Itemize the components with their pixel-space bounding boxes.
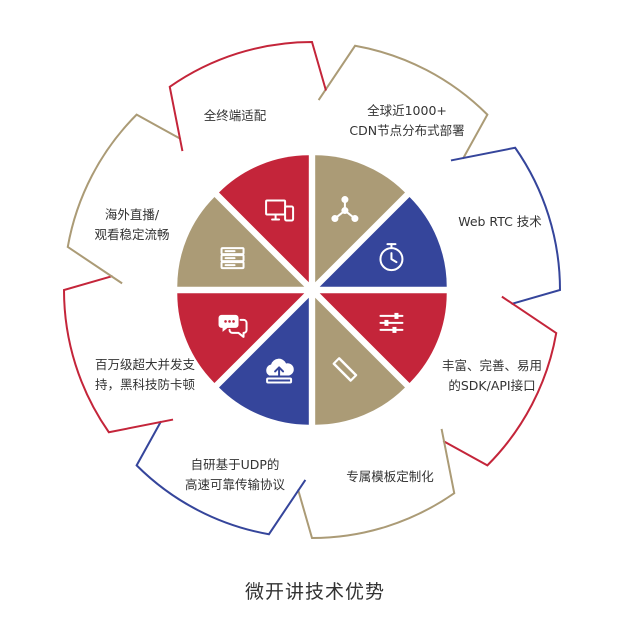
sliders-icon [379,312,404,333]
outer-outline-ring [62,40,562,540]
label-sdk: 丰富、完善、易用 的SDK/API接口 [422,356,562,396]
wedge-udp [218,297,309,425]
wedge-sdk [319,293,447,384]
wedge-concurrency [177,293,305,384]
wedge-template [315,297,406,425]
devices-icon [265,199,295,222]
label-overseas-line-1: 海外直播/ [104,207,160,222]
stopwatch-icon [379,243,404,272]
label-cdn-line-1: 全球近1000+ [367,103,447,118]
chat-bubbles-icon [218,314,248,338]
label-udp-line-2: 高速可靠传输协议 [184,477,285,492]
outline-arc-overseas [66,113,182,285]
outline-arc-terminal [168,40,327,152]
label-sdk-line-1: 丰富、完善、易用 [441,358,542,373]
label-cdn-line-2: CDN节点分布式部署 [349,123,465,138]
label-template: 专属模板定制化 [320,467,460,487]
outline-arc-concurrency [62,275,174,434]
label-overseas: 海外直播/ 观看稳定流畅 [72,205,192,245]
label-terminal: 全终端适配 [185,106,285,126]
outline-arc-template [297,428,456,540]
wedge-overseas [177,196,305,287]
outline-arc-cdn [317,44,489,160]
label-udp-line-1: 自研基于UDP的 [190,457,280,472]
label-udp: 自研基于UDP的 高速可靠传输协议 [160,455,310,495]
edit-ruler-icon [332,357,358,382]
network-nodes-icon [331,196,359,223]
icon-layer [218,196,404,384]
label-cdn: 全球近1000+ CDN节点分布式部署 [322,101,492,141]
diagram-caption: 微开讲技术优势 [244,581,385,603]
label-webrtc: Web RTC 技术 [440,212,560,232]
label-overseas-line-2: 观看稳定流畅 [94,227,170,242]
pie-wheel [177,155,447,425]
wedge-webrtc [319,196,447,287]
outline-arc-sdk [442,295,558,467]
label-concurrency-line-1: 百万级超大并发支 [94,357,195,372]
wedge-cdn [315,155,406,283]
label-concurrency: 百万级超大并发支 持，黑科技防卡顿 [70,355,220,395]
outline-arc-udp [135,420,307,536]
label-webrtc-line-1: Web RTC 技术 [458,214,542,229]
outline-arc-webrtc [450,146,562,305]
cloud-upload-icon [266,358,294,384]
label-template-line-1: 专属模板定制化 [346,469,434,484]
label-terminal-line-1: 全终端适配 [203,108,267,123]
label-sdk-line-2: 的SDK/API接口 [448,378,536,393]
server-icon [220,247,245,270]
wedge-terminal [218,155,309,283]
label-concurrency-line-2: 持，黑科技防卡顿 [94,377,195,392]
